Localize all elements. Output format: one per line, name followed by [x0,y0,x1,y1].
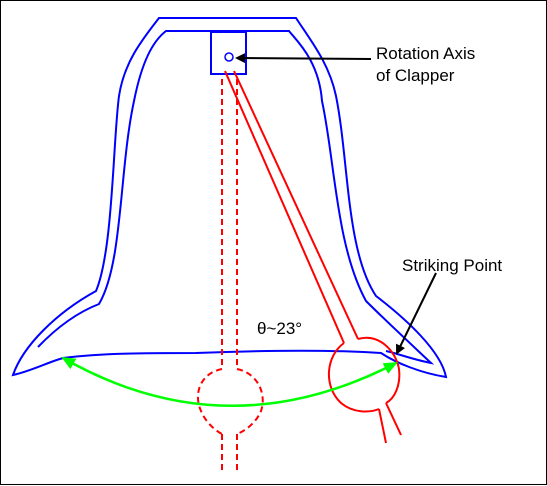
bell-outer-outline [11,17,448,379]
angle-label: θ~23° [257,319,302,338]
striking-point-label: Striking Point [402,256,502,275]
clapper-rest-position [196,79,264,471]
rotation-axis-pivot [224,52,234,62]
swing-arc [61,356,398,407]
rotation-axis-label-line1: Rotation Axis [376,44,475,63]
clapper-mount-box [210,31,247,75]
bell-inner-outline [37,30,435,365]
clapper-swung-position [224,70,402,444]
rotation-axis-arrow [235,53,372,64]
striking-point-arrow [396,272,437,355]
rotation-axis-label-line2: of Clapper [376,66,455,85]
